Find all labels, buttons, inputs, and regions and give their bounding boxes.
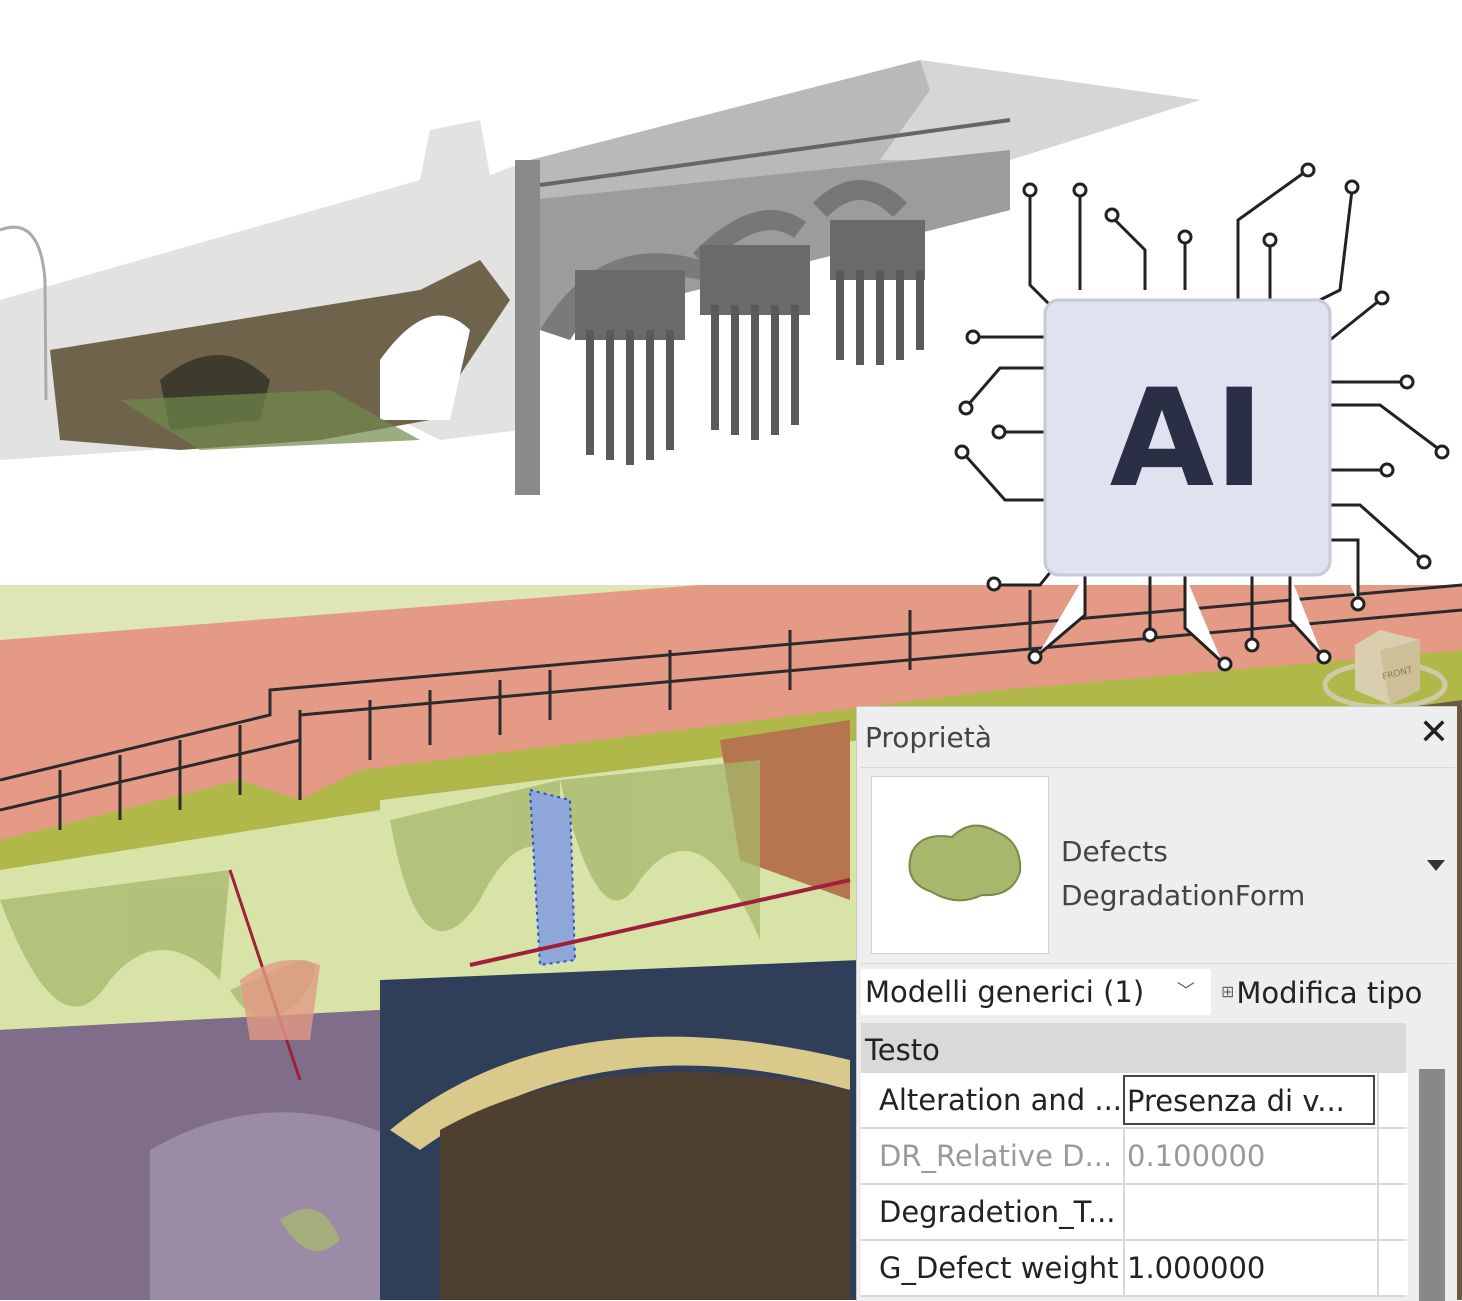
- type-selector[interactable]: Defects DegradationForm: [861, 767, 1455, 964]
- type-name: DegradationForm: [1061, 879, 1306, 912]
- close-icon[interactable]: ✕: [1418, 712, 1449, 753]
- edit-type-button[interactable]: ⊞Modifica tipo: [1221, 969, 1422, 1015]
- type-thumbnail: [871, 776, 1049, 954]
- ai-chip-icon: AI: [954, 162, 1450, 672]
- defect-shape-icon: [908, 824, 1022, 902]
- property-value[interactable]: 0.100000: [1123, 1129, 1375, 1183]
- category-value: Modelli generici (1): [865, 975, 1145, 1009]
- property-key: Alteration and ...: [879, 1083, 1119, 1117]
- row-cell: [1377, 1129, 1408, 1183]
- view-cube[interactable]: FRONT: [1322, 630, 1448, 710]
- chevron-down-icon: ﹀: [1177, 981, 1195, 1002]
- panel-title: Proprietà: [865, 721, 992, 754]
- property-key: DR_Relative D...: [879, 1139, 1113, 1173]
- property-row[interactable]: Alteration and ...Presenza di v...: [861, 1073, 1408, 1129]
- row-cell: [1377, 1185, 1408, 1239]
- row-cell: [1377, 1073, 1408, 1127]
- point-cloud-bridge: [0, 120, 530, 460]
- edit-type-icon: ⊞: [1221, 982, 1235, 1001]
- property-key: Degradetion_T...: [879, 1195, 1116, 1229]
- property-key: G_Defect weight: [879, 1251, 1119, 1285]
- property-value-input[interactable]: Presenza di v...: [1123, 1075, 1375, 1125]
- revit-3d-view: FRONT: [0, 583, 1462, 1300]
- ai-chip-label: AI: [1110, 360, 1265, 517]
- property-value[interactable]: 1.000000: [1123, 1241, 1375, 1295]
- row-cell: [1377, 1241, 1408, 1295]
- properties-panel: Proprietà ✕ Defects DegradationForm Mode…: [856, 706, 1457, 1301]
- type-family: Defects: [1061, 835, 1168, 868]
- chevron-down-icon[interactable]: [1427, 860, 1445, 871]
- property-value[interactable]: [1123, 1185, 1375, 1239]
- group-header[interactable]: Testo: [861, 1023, 1406, 1073]
- property-row[interactable]: DR_Relative D... 0.100000: [861, 1129, 1408, 1185]
- property-row[interactable]: Degradetion_T...: [861, 1185, 1408, 1241]
- properties-grid: Testo Alteration and ...Presenza di v...…: [861, 1023, 1408, 1297]
- edit-type-label: Modifica tipo: [1236, 976, 1423, 1010]
- bim-bridge-model: [515, 60, 1200, 495]
- category-dropdown[interactable]: Modelli generici (1) ﹀: [861, 969, 1211, 1015]
- scrollbar[interactable]: [1419, 1069, 1445, 1301]
